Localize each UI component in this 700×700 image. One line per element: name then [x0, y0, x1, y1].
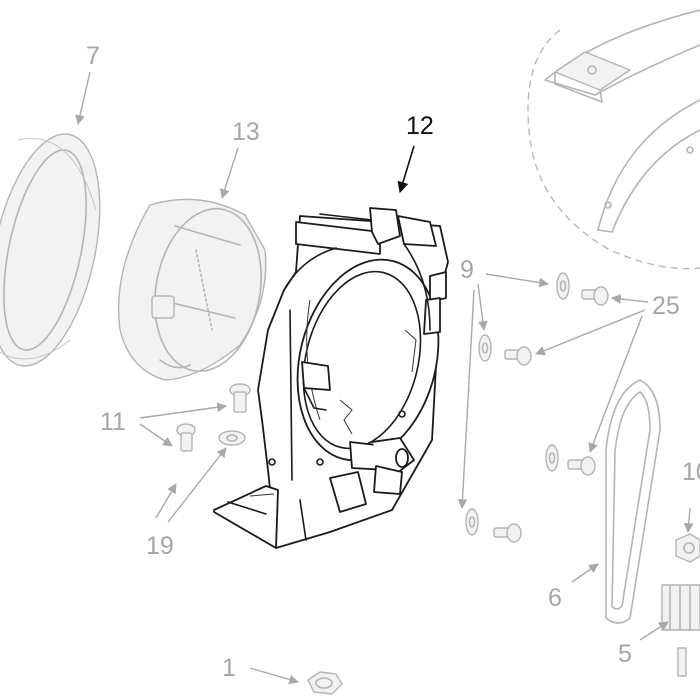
part-5-gear [661, 584, 700, 677]
part-6-belt [605, 379, 661, 624]
part-10-nut [675, 533, 700, 563]
callout-1: 1 [222, 654, 236, 682]
part-25-screw-c [567, 456, 596, 476]
part-1-nut [307, 671, 343, 695]
callout-13: 13 [232, 118, 260, 146]
part-9-screw-d [493, 523, 522, 543]
part-25-screw-b [504, 346, 532, 366]
part-11-screw-upper [229, 383, 251, 413]
callout-labels: 12 7 13 11 19 9 25 10 6 5 1 [86, 42, 700, 682]
callout-25: 25 [652, 292, 680, 320]
part-25-screw-a [581, 286, 609, 306]
part-9-washer-c [545, 444, 559, 472]
part-19-washer [218, 430, 246, 446]
part-7-ring [0, 133, 101, 367]
leader-lines [75, 71, 694, 685]
part-9-washer-a [556, 272, 570, 300]
callout-7: 7 [86, 42, 100, 70]
callout-5: 5 [618, 640, 632, 668]
callout-10: 10 [682, 458, 700, 486]
part-9-washer-d [465, 508, 479, 536]
part-9-washer-b [478, 334, 492, 362]
callout-9: 9 [460, 256, 474, 284]
part-13-collar [117, 198, 267, 381]
part-12-mounting-bracket [213, 207, 449, 549]
callout-6: 6 [548, 584, 562, 612]
callout-11: 11 [100, 408, 126, 436]
callout-12: 12 [406, 112, 434, 140]
callout-19: 19 [146, 532, 174, 560]
housing-cover [527, 9, 700, 270]
part-11-screw-lower [176, 423, 196, 452]
